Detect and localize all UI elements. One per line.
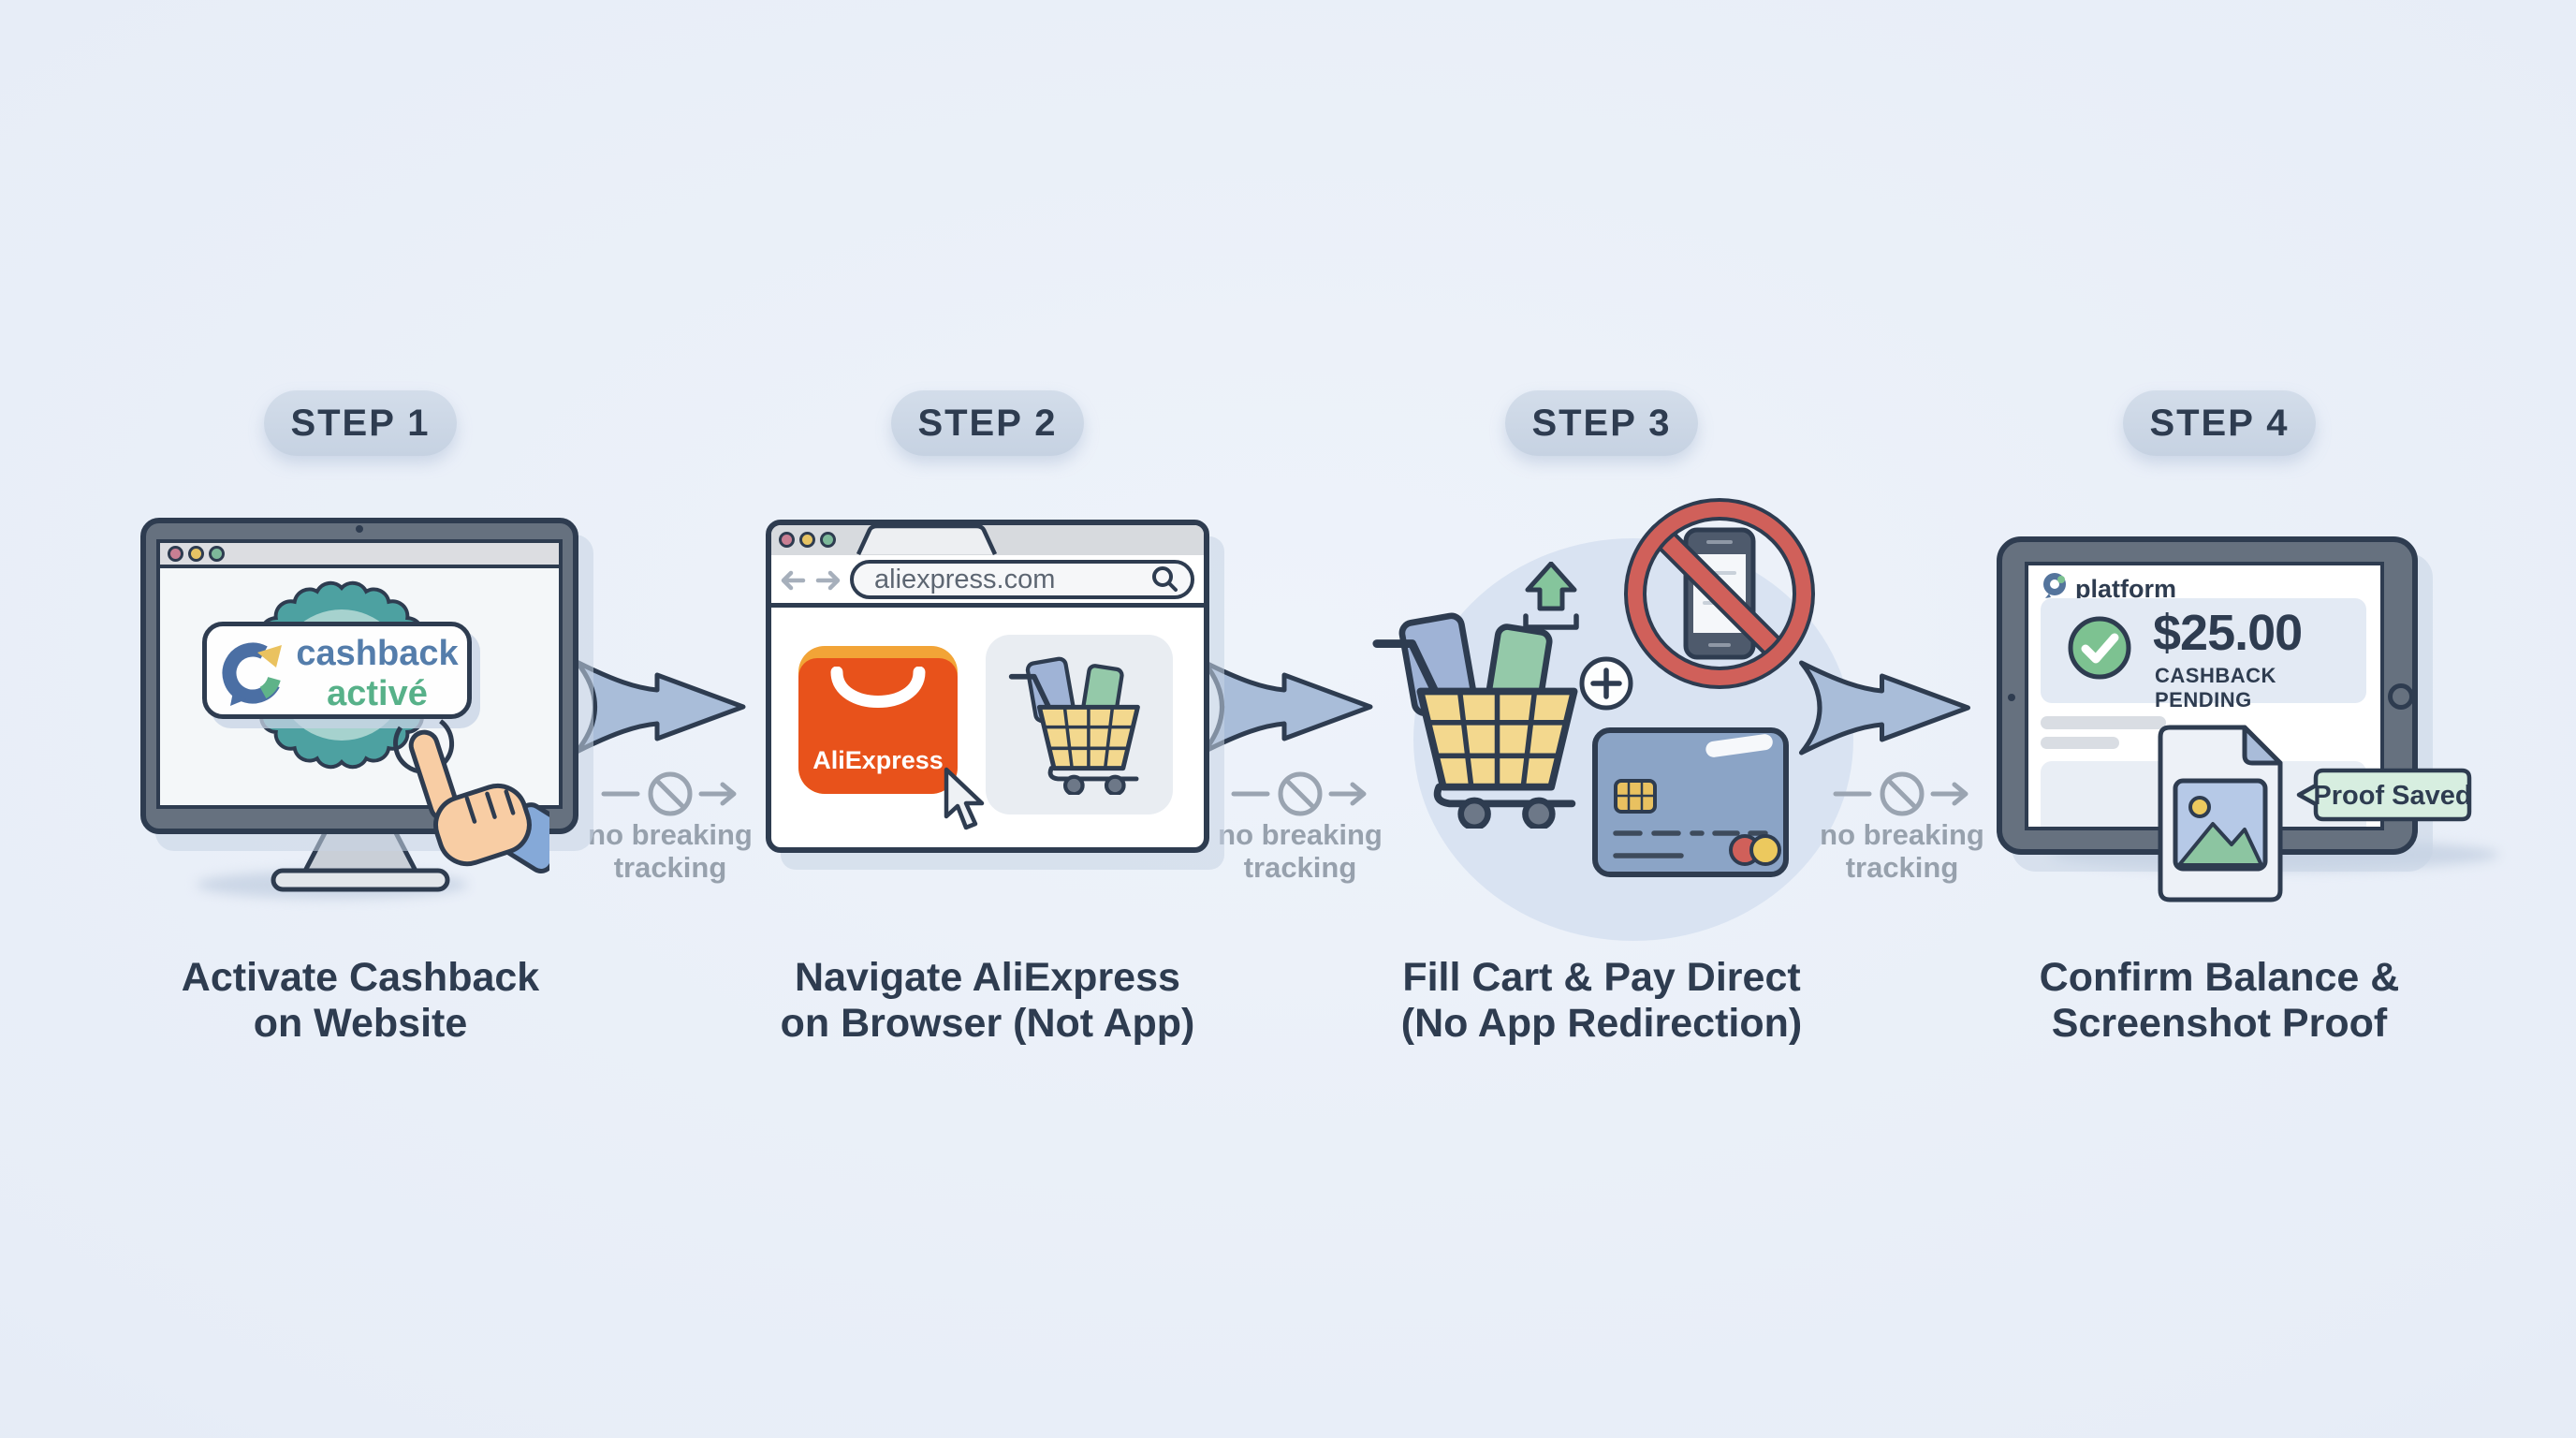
check-icon [2068, 616, 2131, 680]
platform-logo-icon [2043, 573, 2066, 598]
browser-chrome [771, 525, 1204, 608]
flow-arrow-icon [573, 658, 751, 756]
no-tracking-break-icon [1832, 770, 1972, 818]
note-line2: tracking [613, 851, 727, 884]
window-control-dot-red [168, 546, 183, 562]
step-2-caption-line1: Navigate AliExpress [795, 955, 1180, 1000]
proof-saved-label: Proof Saved [2313, 781, 2471, 811]
no-tracking-note: no breaking tracking [1762, 818, 2042, 884]
step-1-caption-line2: on Website [253, 1001, 468, 1046]
webcam-dot-icon [356, 525, 363, 533]
step-3-badge: STEP 3 [1505, 390, 1698, 456]
back-forward-icons [781, 570, 841, 591]
no-phone-icon [1624, 498, 1815, 689]
step-3-caption-line1: Fill Cart & Pay Direct [1402, 955, 1801, 1000]
note-line1: no breaking [588, 818, 753, 851]
step-1-caption-line1: Activate Cashback [181, 955, 540, 1000]
placeholder-bar [2041, 716, 2166, 729]
no-tracking-note: no breaking tracking [530, 818, 811, 884]
cashback-active-badge: cashback activé [202, 622, 472, 719]
add-to-cart-plus-icon [1579, 656, 1633, 711]
credit-card-icon [1592, 727, 1789, 877]
window-control-dot-yellow [799, 532, 815, 548]
cashback-logo-icon [222, 642, 284, 706]
step-4-badge: STEP 4 [2123, 390, 2316, 456]
tablet-screen: platform $25.00 CASHBACK PENDING [2025, 562, 2384, 830]
shopping-cart-icon [1368, 610, 1597, 829]
step-2-caption: Navigate AliExpress on Browser (Not App) [669, 955, 1306, 1047]
note-line2: tracking [1243, 851, 1357, 884]
step-1-badge: STEP 1 [264, 390, 457, 456]
step-2-caption-line2: on Browser (Not App) [780, 1001, 1195, 1046]
screenshot-document-icon [2158, 725, 2283, 902]
url-bar: aliexpress.com [850, 560, 1194, 599]
note-line2: tracking [1845, 851, 1959, 884]
step-4-caption: Confirm Balance & Screenshot Proof [1901, 955, 2538, 1047]
cashback-status: CASHBACK PENDING [2155, 664, 2276, 712]
upload-icon [1523, 562, 1579, 630]
window-control-dot-green [209, 546, 225, 562]
window-control-dot-green [820, 532, 836, 548]
step-4-caption-line2: Screenshot Proof [2051, 1001, 2388, 1046]
window-control-dot-yellow [188, 546, 204, 562]
aliexpress-app-body [798, 658, 958, 794]
search-icon [1152, 566, 1178, 592]
bag-handle-icon [830, 667, 926, 708]
step-3-caption: Fill Cart & Pay Direct (No App Redirecti… [1283, 955, 1920, 1047]
hand-tap-icon [393, 712, 549, 873]
proof-saved-bubble: Proof Saved [2296, 768, 2472, 822]
placeholder-bar [2041, 737, 2119, 749]
step-1-caption: Activate Cashback on Website [42, 955, 679, 1047]
cashback-balance-card: $25.00 CASHBACK PENDING [2041, 598, 2366, 712]
step-4-caption-line1: Confirm Balance & [2039, 955, 2400, 1000]
cashback-badge-line1: cashback [296, 634, 459, 673]
cart-tile [986, 635, 1173, 814]
no-tracking-note: no breaking tracking [1160, 818, 1441, 884]
tablet-camera-dot [2008, 694, 2015, 701]
monitor-browser-toolbar [160, 543, 559, 568]
aliexpress-app-icon: AliExpress [798, 646, 958, 794]
flow-arrow-icon [1200, 658, 1378, 756]
url-text: aliexpress.com [874, 564, 1056, 594]
browser-tab [856, 524, 997, 555]
cart-icon [1006, 655, 1152, 795]
aliexpress-label: AliExpress [812, 746, 944, 774]
step-2-badge: STEP 2 [891, 390, 1084, 456]
window-control-dot-red [779, 532, 795, 548]
no-tracking-break-icon [1230, 770, 1370, 818]
note-line1: no breaking [1218, 818, 1383, 851]
tablet-home-button [2388, 683, 2414, 710]
step-3-caption-line2: (No App Redirection) [1400, 1001, 1803, 1046]
no-tracking-break-icon [600, 770, 740, 818]
note-line1: no breaking [1820, 818, 1984, 851]
cashback-badge-line2: activé [327, 674, 428, 713]
cashback-amount: $25.00 [2153, 605, 2303, 661]
mouse-cursor-icon [944, 767, 985, 830]
monitor-stand [271, 828, 450, 892]
